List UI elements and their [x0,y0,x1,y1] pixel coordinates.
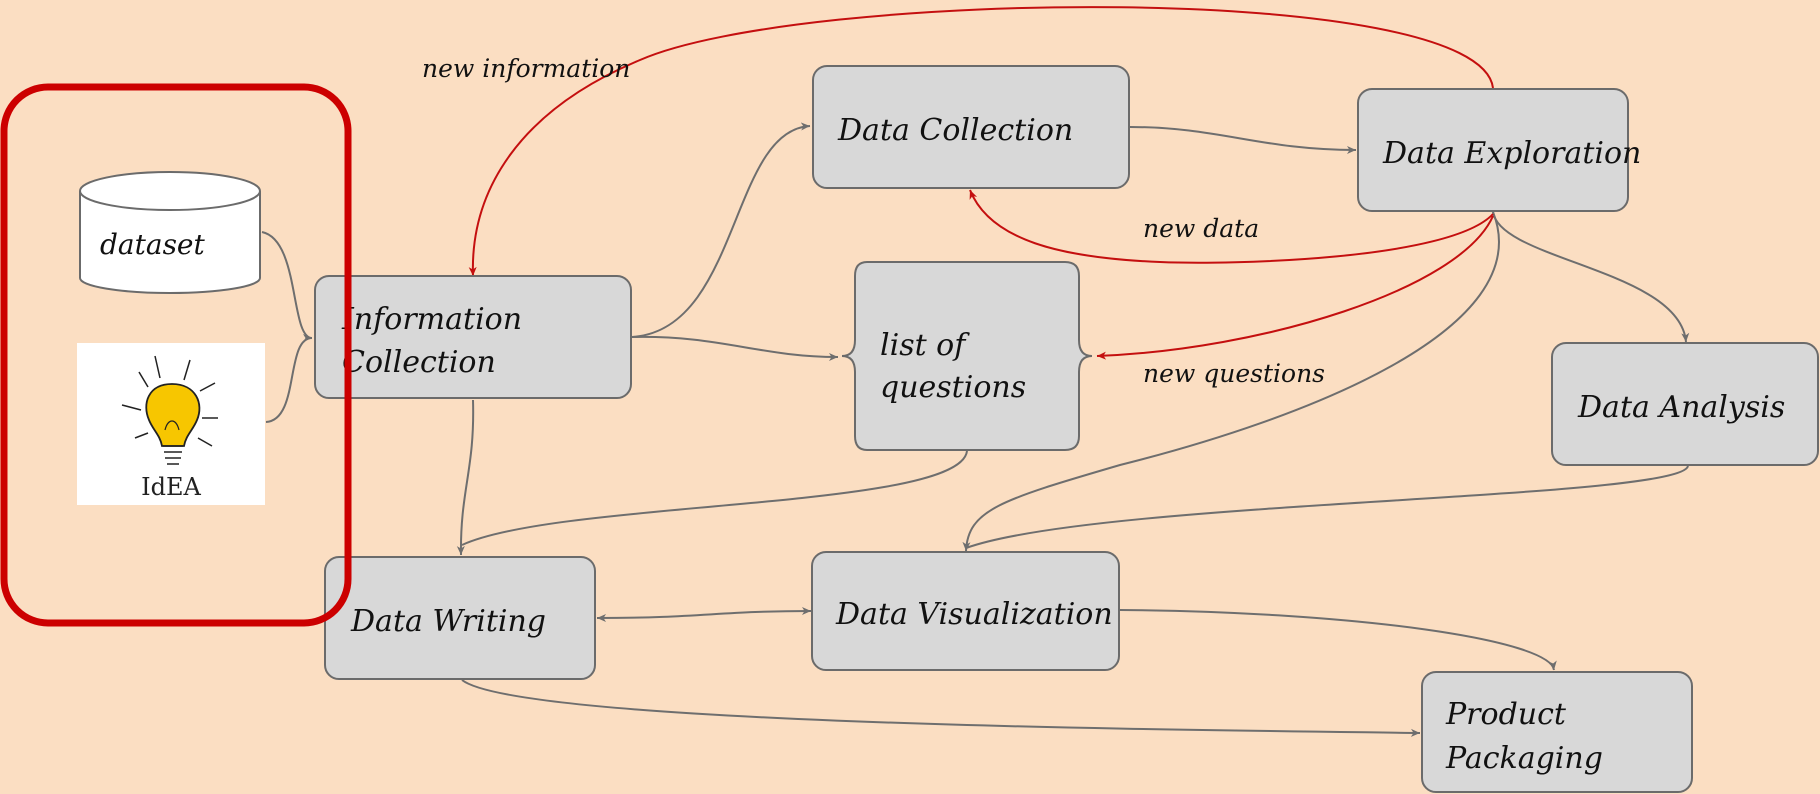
edge-label-new-information: new information [422,54,630,83]
node-data-writing-label: Data Writing [350,604,546,639]
node-dataset-label: dataset [100,228,206,261]
edge-data-collection-to-data-exploration [1129,126,1357,154]
edge-data-visualization-to-product-packaging [1119,609,1557,671]
edge-label-new-data: new data [1143,214,1259,243]
node-data-collection: Data Collection [812,65,1130,189]
node-data-collection-label: Data Collection [837,113,1073,148]
edge-idea-to-information-collection [265,337,313,423]
edge-data-analysis-to-data-visualization [965,465,1689,549]
node-information-collection-line2: Collection [342,345,496,380]
edge-data-exploration-to-data-analysis [1492,211,1690,343]
node-product-packaging-line2: Packaging [1445,741,1603,776]
node-dataset: dataset [79,171,261,294]
edge-data-writing-to-product-packaging [461,679,1421,737]
edge-information-collection-to-list-of-questions [631,335,839,361]
node-data-analysis: Data Analysis [1551,342,1819,466]
highlight-frame [0,83,352,627]
edge-data-exploration-to-data-collection [969,189,1494,264]
node-idea: IdEA [77,343,265,505]
edge-data-writing-data-visualization [596,607,812,622]
node-list-of-questions: list of questions [841,261,1093,451]
node-information-collection-line1: Information [341,302,522,337]
edge-data-exploration-to-information-collection [468,6,1494,277]
edge-data-exploration-to-data-visualization [962,211,1500,552]
edge-data-exploration-to-list-of-questions [1096,215,1494,360]
node-data-exploration: Data Exploration [1357,88,1641,212]
edge-list-of-questions-to-data-writing [461,450,968,546]
node-data-analysis-label: Data Analysis [1577,390,1785,425]
edge-information-collection-to-data-writing [456,399,475,556]
node-idea-label: IdEA [141,473,201,501]
edge-label-new-questions: new questions [1143,359,1325,388]
edge-dataset-to-information-collection [261,231,313,342]
node-information-collection: Information Collection [314,275,632,399]
edge-information-collection-to-data-collection [631,122,811,338]
node-data-visualization-label: Data Visualization [835,597,1113,632]
node-data-writing: Data Writing [324,556,596,680]
node-product-packaging-line1: Product [1445,697,1567,732]
node-product-packaging: Product Packaging [1421,671,1693,793]
node-list-of-questions-line2: questions [880,370,1026,405]
lightbulb-icon [121,355,218,465]
node-data-exploration-label: Data Exploration [1382,136,1641,171]
node-data-visualization: Data Visualization [811,551,1120,671]
node-list-of-questions-line1: list of [880,328,970,363]
